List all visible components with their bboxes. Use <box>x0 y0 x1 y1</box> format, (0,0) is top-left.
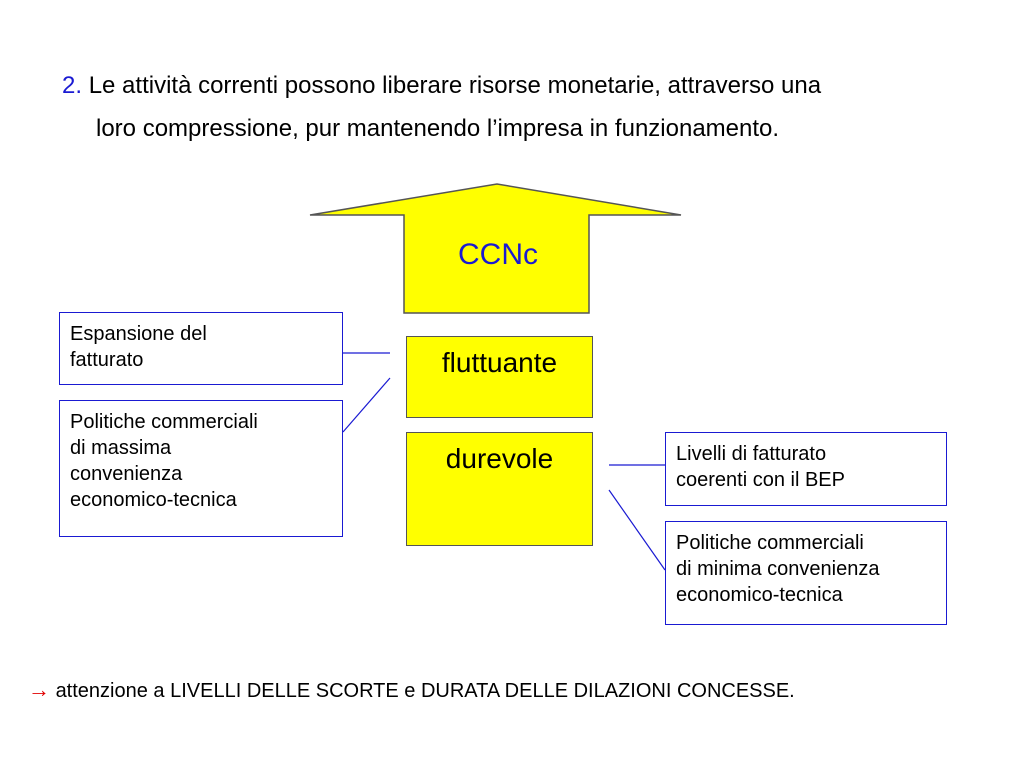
right-arrow-icon: → <box>28 677 50 702</box>
connector-left-bottom <box>342 377 391 433</box>
box-line: Espansione del <box>70 323 207 345</box>
heading-line1: Le attività correnti possono liberare ri… <box>88 72 822 99</box>
heading-number: 2. <box>62 72 83 99</box>
box-espansione-fatturato: Espansione del fatturato <box>59 312 343 385</box>
block-durevole: durevole <box>406 432 593 546</box>
box-livelli-fatturato: Livelli di fatturato coerenti con il BEP <box>665 432 947 506</box>
block-durevole-label: durevole <box>445 443 554 474</box>
heading-line2: loro compressione, pur mantenendo l’impr… <box>96 115 780 142</box>
box-line: Politiche commerciali <box>70 411 258 433</box>
connector-right-bottom <box>608 489 666 571</box>
box-politiche-massima: Politiche commerciali di massima conveni… <box>59 400 343 537</box>
box-line: di massima <box>70 437 172 459</box>
box-line: fatturato <box>70 349 144 371</box>
note-text: attenzione a LIVELLI DELLE SCORTE e DURA… <box>55 680 795 702</box>
box-line: economico-tecnica <box>676 584 843 606</box>
box-line: di minima convenienza <box>676 558 880 580</box>
up-arrow-shape <box>309 183 682 314</box>
block-fluttuante-label: fluttuante <box>441 347 558 378</box>
heading: 2. Le attività correnti possono liberare… <box>62 64 992 150</box>
box-line: Livelli di fatturato <box>676 443 827 465</box>
box-line: coerenti con il BEP <box>676 469 845 491</box>
ccnc-label: CCNc <box>458 238 538 271</box>
box-line: convenienza <box>70 463 183 485</box>
box-politiche-minima: Politiche commerciali di minima convenie… <box>665 521 947 625</box>
box-line: economico-tecnica <box>70 489 237 511</box>
bottom-note: → attenzione a LIVELLI DELLE SCORTE e DU… <box>28 677 795 703</box>
block-fluttuante: fluttuante <box>406 336 593 418</box>
box-line: Politiche commerciali <box>676 532 864 554</box>
